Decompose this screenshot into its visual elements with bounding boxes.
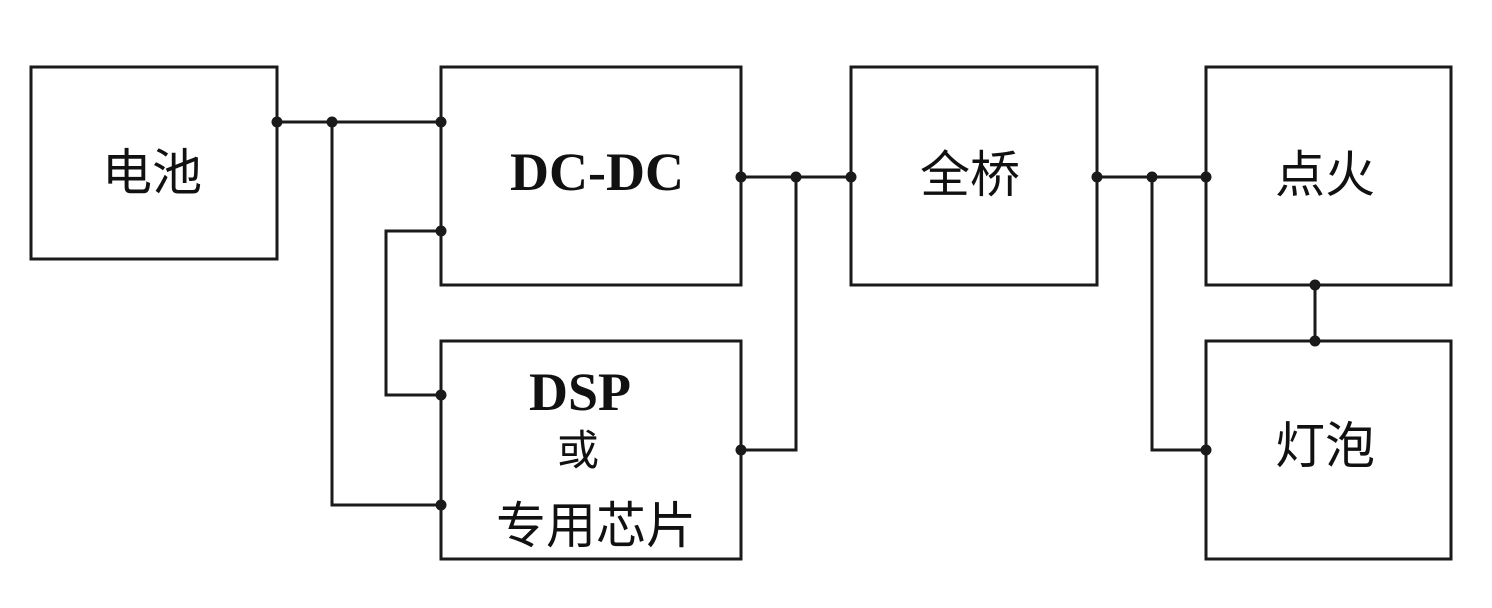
dcdc-label: DC-DC [510,142,684,202]
wires [277,120,1317,507]
junction-dots [271,116,1321,511]
dsp-block: DSP 或 专用芯片 [439,339,743,561]
junction-dot [1309,279,1321,291]
dcdc-box [439,65,743,287]
junction-dot [1091,171,1103,183]
wire-bridge-bulb [1150,177,1206,452]
junction-dot [435,116,447,128]
bulb-label: 灯泡 [1275,417,1375,475]
dcdc-block: DC-DC [439,65,743,287]
junction-dot [845,171,857,183]
battery-block: 电池 [29,65,279,261]
dsp-label-line1: DSP [529,362,631,422]
junction-dot [1309,335,1321,347]
dsp-label-line3: 专用芯片 [496,497,696,555]
junction-dot [1200,444,1212,456]
bridge-box [849,65,1099,287]
battery-label: 电池 [102,144,202,202]
junction-dot [735,444,747,456]
ignition-block: 点火 [1204,65,1453,287]
junction-dot [790,171,802,183]
bridge-label: 全桥 [920,146,1020,204]
bulb-box [1204,339,1453,561]
ignition-label: 点火 [1275,146,1375,204]
junction-dot [1146,171,1158,183]
dsp-label-line2: 或 [557,426,599,475]
ignition-box [1204,65,1453,287]
battery-box [29,65,279,261]
junction-dot [1200,171,1212,183]
bulb-block: 灯泡 [1204,339,1453,561]
junction-dot [435,499,447,511]
wire-battery-dsp [330,122,441,507]
junction-dot [435,225,447,237]
bridge-block: 全桥 [849,65,1099,287]
junction-dot [271,116,283,128]
wire-dsp-bridge [741,177,798,452]
junction-dot [735,171,747,183]
junction-dot [326,116,338,128]
junction-dot [435,389,447,401]
dsp-box [439,339,743,561]
wire-dcdc-dsp-control [384,229,441,397]
